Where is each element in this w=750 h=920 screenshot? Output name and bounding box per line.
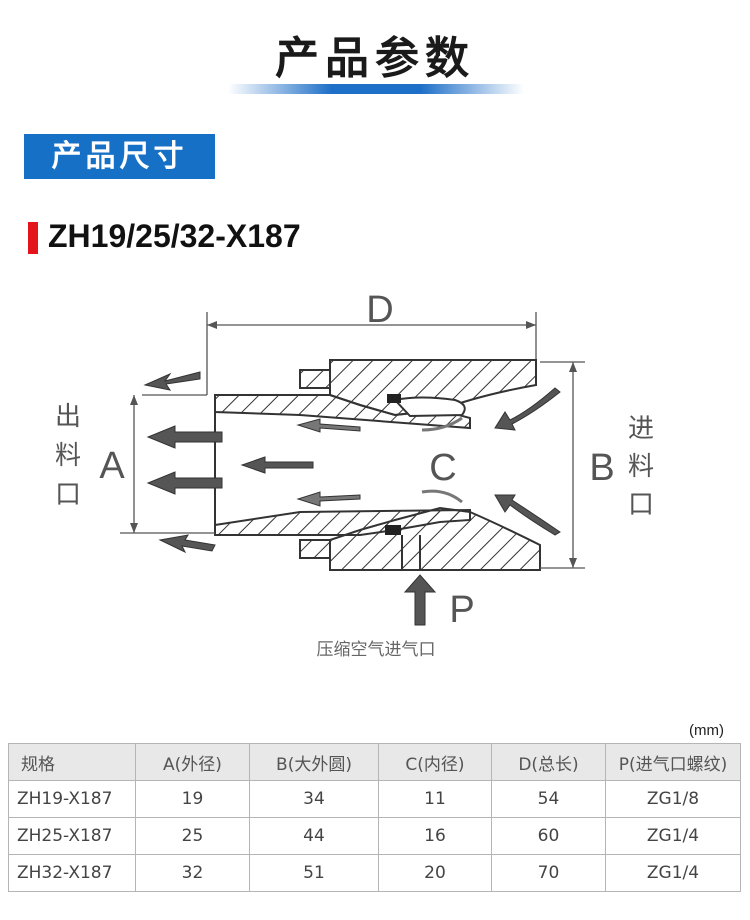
header-model: 规格 <box>8 743 136 781</box>
cell-a: 19 <box>135 780 250 818</box>
inlet-char-2: 料 <box>628 452 654 482</box>
table-row: ZH32-X187 32 51 20 70 ZG1/4 <box>8 854 741 892</box>
cell-c: 11 <box>378 780 492 818</box>
dimension-a <box>120 395 215 534</box>
outlet-char-2: 料 <box>55 441 81 471</box>
flow-arrows <box>143 371 561 626</box>
nozzle-body <box>214 359 541 571</box>
cell-c: 16 <box>378 817 492 855</box>
outlet-char-1: 出 <box>55 402 81 432</box>
title-underline <box>228 84 524 94</box>
inlet-caption: 进 料 口 <box>628 414 654 520</box>
label-p: P <box>449 589 474 631</box>
header-b: B(大外圆) <box>249 743 379 781</box>
outlet-caption: 出 料 口 <box>55 402 81 510</box>
cell-model: ZH19-X187 <box>8 780 136 818</box>
model-heading: ZH19/25/32-X187 <box>48 218 301 254</box>
spec-table: 规格 A(外径) B(大外圆) C(内径) D(总长) P(进气口螺纹) ZH1… <box>8 743 741 892</box>
header-d: D(总长) <box>491 743 606 781</box>
cell-p: ZG1/4 <box>605 817 741 855</box>
cell-a: 32 <box>135 854 250 892</box>
section-tag: 产品尺寸 <box>24 134 215 179</box>
cell-model: ZH25-X187 <box>8 817 136 855</box>
page-title: 产品参数 <box>275 33 475 84</box>
header-p: P(进气口螺纹) <box>605 743 741 781</box>
cell-d: 60 <box>491 817 606 855</box>
cell-b: 51 <box>249 854 379 892</box>
cell-model: ZH32-X187 <box>8 854 136 892</box>
air-inlet-caption: 压缩空气进气口 <box>317 640 436 660</box>
cell-d: 70 <box>491 854 606 892</box>
dimension-diagram: D A B C <box>55 289 654 660</box>
label-d: D <box>366 289 393 331</box>
header-c: C(内径) <box>378 743 492 781</box>
cell-p: ZG1/4 <box>605 854 741 892</box>
inlet-char-1: 进 <box>628 414 654 444</box>
cell-b: 34 <box>249 780 379 818</box>
cell-b: 44 <box>249 817 379 855</box>
table-row: ZH19-X187 19 34 11 54 ZG1/8 <box>8 780 741 818</box>
header-a: A(外径) <box>135 743 250 781</box>
cell-d: 54 <box>491 780 606 818</box>
inlet-char-3: 口 <box>628 490 654 520</box>
unit-note: (mm) <box>689 722 724 739</box>
outlet-char-3: 口 <box>55 480 81 510</box>
cell-p: ZG1/8 <box>605 780 741 818</box>
cell-a: 25 <box>135 817 250 855</box>
label-b: B <box>589 447 614 489</box>
table-row: ZH25-X187 25 44 16 60 ZG1/4 <box>8 817 741 855</box>
dimension-d <box>142 312 537 396</box>
label-a: A <box>99 445 125 487</box>
label-c: C <box>429 447 456 489</box>
table-header-row: 规格 A(外径) B(大外圆) C(内径) D(总长) P(进气口螺纹) <box>8 743 741 781</box>
dimension-b <box>540 361 585 569</box>
model-red-marker <box>28 222 38 254</box>
cell-c: 20 <box>378 854 492 892</box>
